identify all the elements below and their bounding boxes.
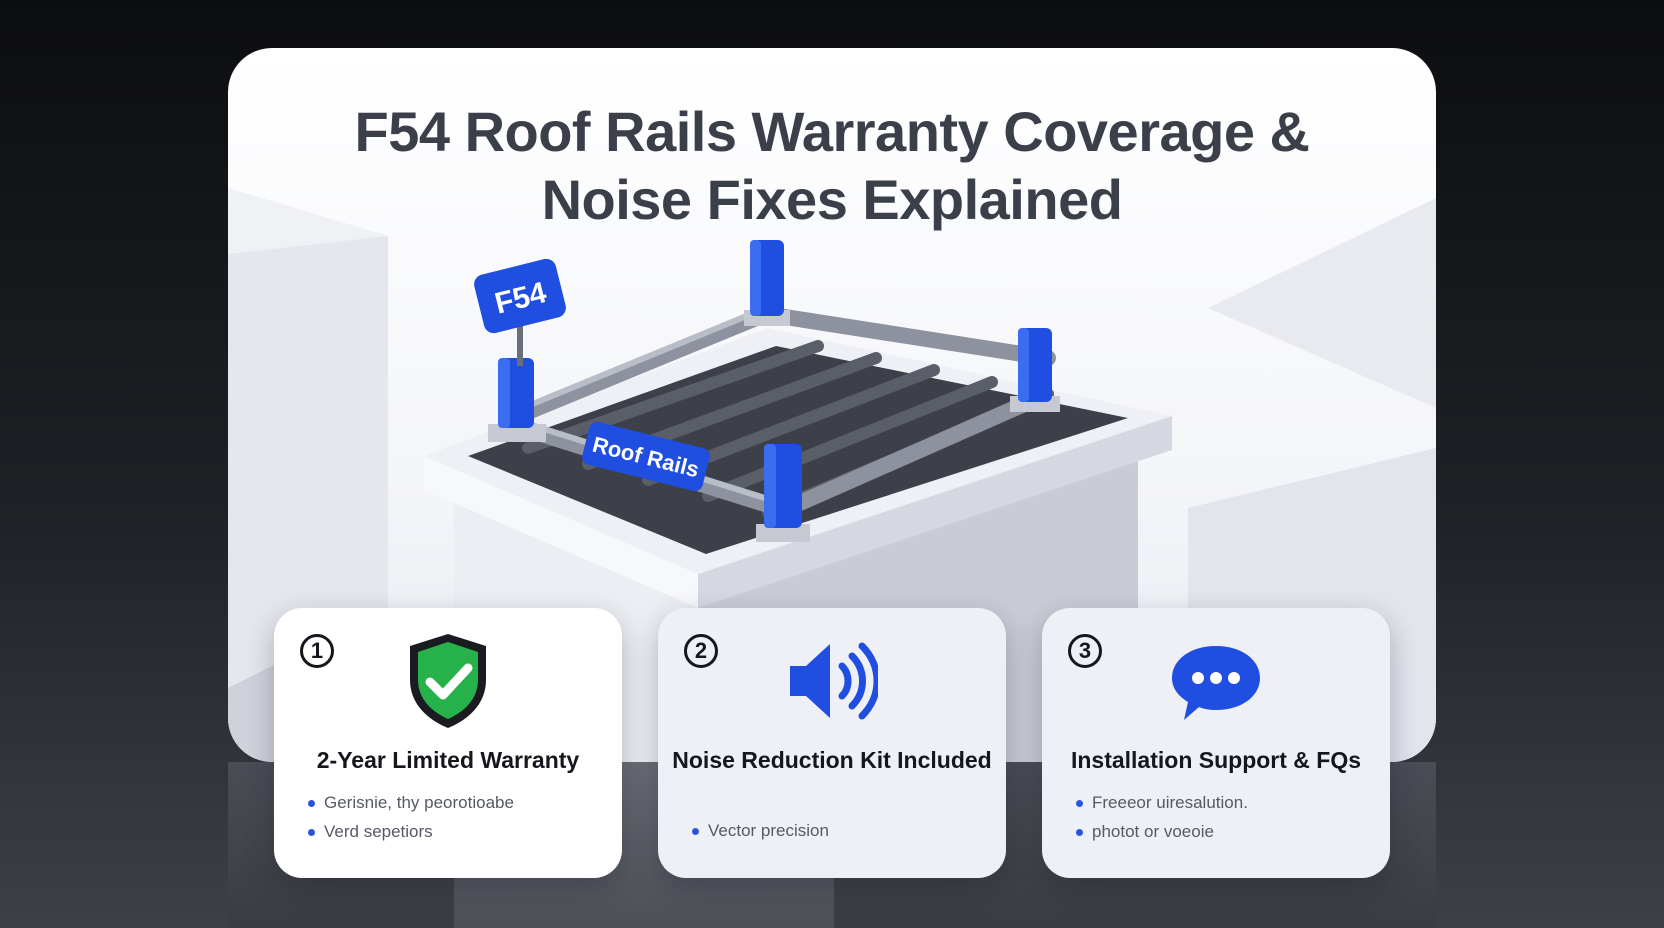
card-bullet: photot or voeoie bbox=[1074, 817, 1374, 846]
chat-bubble-icon bbox=[1172, 646, 1260, 720]
card-warranty: 1 2-Year Limited Warranty Gerisnie, thy … bbox=[274, 608, 622, 878]
card-number: 3 bbox=[1068, 634, 1102, 668]
card-bullets: Freeeor uiresalution. photot or voeoie bbox=[1074, 788, 1374, 846]
roof-rim-left bbox=[424, 456, 698, 608]
card-number: 1 bbox=[300, 634, 334, 668]
card-title: Installation Support & FQs bbox=[1070, 747, 1362, 773]
card-title: Noise Reduction Kit Included bbox=[672, 747, 992, 773]
card-title: 2-Year Limited Warranty bbox=[316, 747, 580, 773]
card-number: 2 bbox=[684, 634, 718, 668]
card-bullet: Verd sepetiors bbox=[306, 817, 606, 846]
background-shapes bbox=[228, 188, 1436, 762]
model-tag-sign: F54 bbox=[474, 258, 566, 334]
shield-check-icon bbox=[410, 634, 486, 728]
sign-post bbox=[517, 318, 523, 366]
card-noise-kit: 2 Noise Reduction Kit Included Vector pr… bbox=[658, 608, 1006, 878]
card-bullet: Vector precision bbox=[690, 816, 990, 845]
card-bullet: Freeeor uiresalution. bbox=[1074, 788, 1374, 817]
card-bullets: Vector precision bbox=[690, 816, 990, 845]
roof-rim-right bbox=[698, 416, 1172, 608]
card-installation-support: 3 Installation Support & FQs Freeeor uir… bbox=[1042, 608, 1390, 878]
speaker-icon bbox=[790, 642, 878, 720]
card-bullet: Gerisnie, thy peorotioabe bbox=[306, 788, 606, 817]
page-title: F54 Roof Rails Warranty Coverage & Noise… bbox=[228, 98, 1436, 234]
title-line-1: F54 Roof Rails Warranty Coverage & bbox=[354, 100, 1310, 163]
card-bullets: Gerisnie, thy peorotioabe Verd sepetiors bbox=[306, 788, 606, 846]
title-line-2: Noise Fixes Explained bbox=[541, 168, 1123, 231]
